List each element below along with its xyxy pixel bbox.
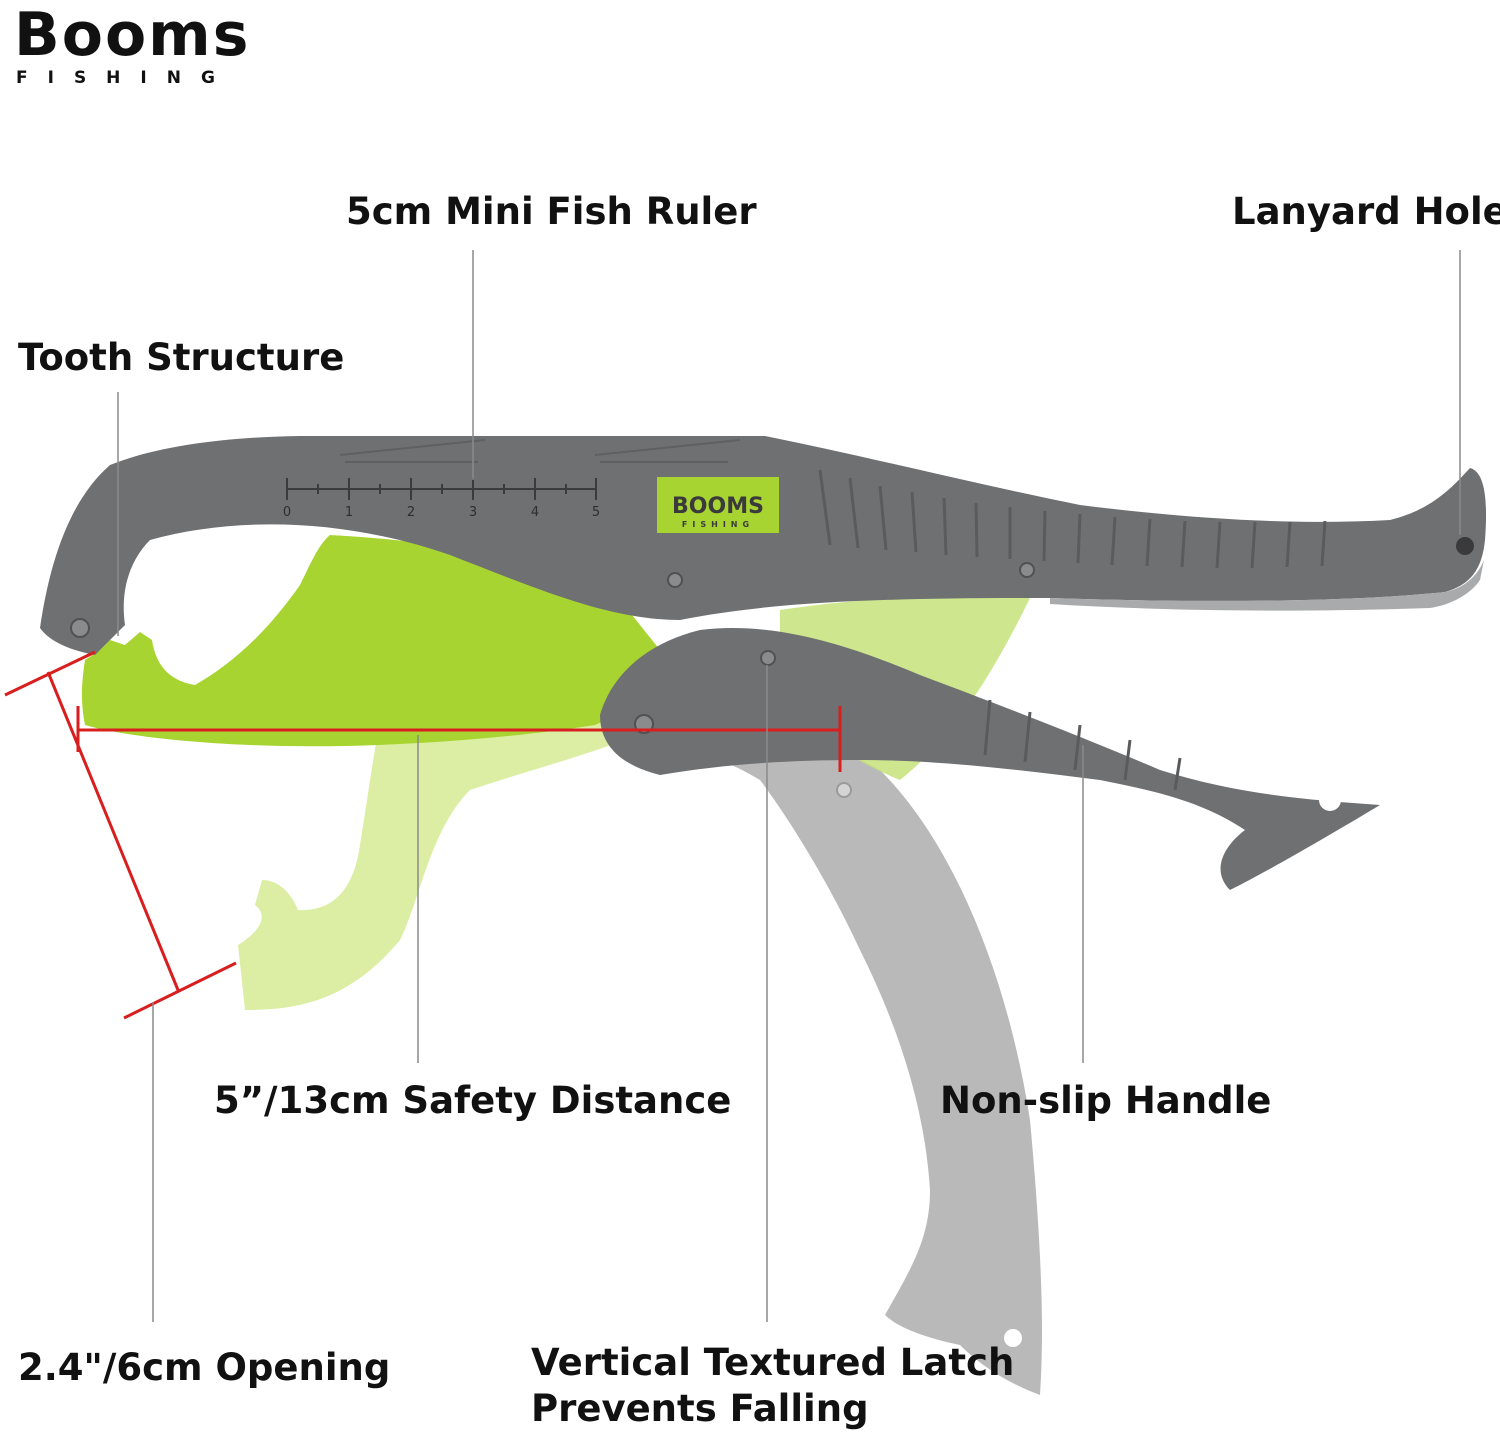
label-lanyard-hole: Lanyard Hole	[1232, 190, 1500, 233]
brand-subtitle: FISHING	[16, 68, 235, 88]
ruler-tick-4: 4	[531, 505, 539, 520]
tooth-pivot	[70, 618, 90, 638]
label-non-slip-handle: Non-slip Handle	[940, 1079, 1272, 1122]
label-safety-distance: 5”/13cm Safety Distance	[214, 1079, 732, 1122]
label-mini-fish-ruler: 5cm Mini Fish Ruler	[346, 190, 757, 233]
label-textured-latch-line1: Vertical Textured Latch	[531, 1341, 1015, 1384]
ruler-tick-0: 0	[283, 505, 291, 520]
lower-rivet	[760, 650, 776, 666]
upper-rivet-2	[1019, 562, 1035, 578]
ruler-recess	[339, 439, 741, 463]
label-textured-latch: Vertical Textured Latch Prevents Falling	[531, 1340, 1014, 1432]
label-tooth-structure: Tooth Structure	[18, 336, 345, 379]
ruler-tick-1: 1	[345, 505, 353, 520]
ruler-tick-labels: 0 1 2 3 4 5	[283, 505, 600, 520]
lanyard-hole	[1456, 537, 1474, 555]
brand-logo: Booms FISHING	[14, 2, 274, 88]
ruler-tick-2: 2	[407, 505, 415, 520]
lower-handle-hole	[1319, 789, 1341, 811]
upper-arm	[40, 436, 1487, 655]
label-textured-latch-line2: Prevents Falling	[531, 1387, 869, 1430]
ghost-rivet	[836, 782, 852, 798]
arm-brand-badge-sub: FISHING	[682, 520, 754, 529]
arm-brand-badge-name: BOOMS	[672, 494, 764, 519]
mini-fish-ruler	[286, 478, 597, 500]
ruler-tick-5: 5	[592, 505, 600, 520]
lower-handle-grip-ribs	[983, 699, 1182, 791]
brand-name: Booms	[14, 0, 251, 70]
opening-measure	[4, 650, 237, 1020]
upper-arm-edge	[1050, 560, 1484, 611]
label-opening: 2.4"/6cm Opening	[18, 1346, 391, 1389]
leader-lines	[117, 250, 1461, 1322]
ghost-handle-hole	[1004, 1329, 1022, 1347]
lower-handle	[600, 628, 1380, 890]
upper-arm-grip-ribs	[818, 469, 1327, 569]
arm-brand-badge	[657, 477, 779, 533]
upper-rivet-1	[667, 572, 683, 588]
jaw-green	[81, 535, 661, 747]
ghost-handle	[690, 731, 1042, 1395]
ruler-tick-3: 3	[469, 505, 477, 520]
